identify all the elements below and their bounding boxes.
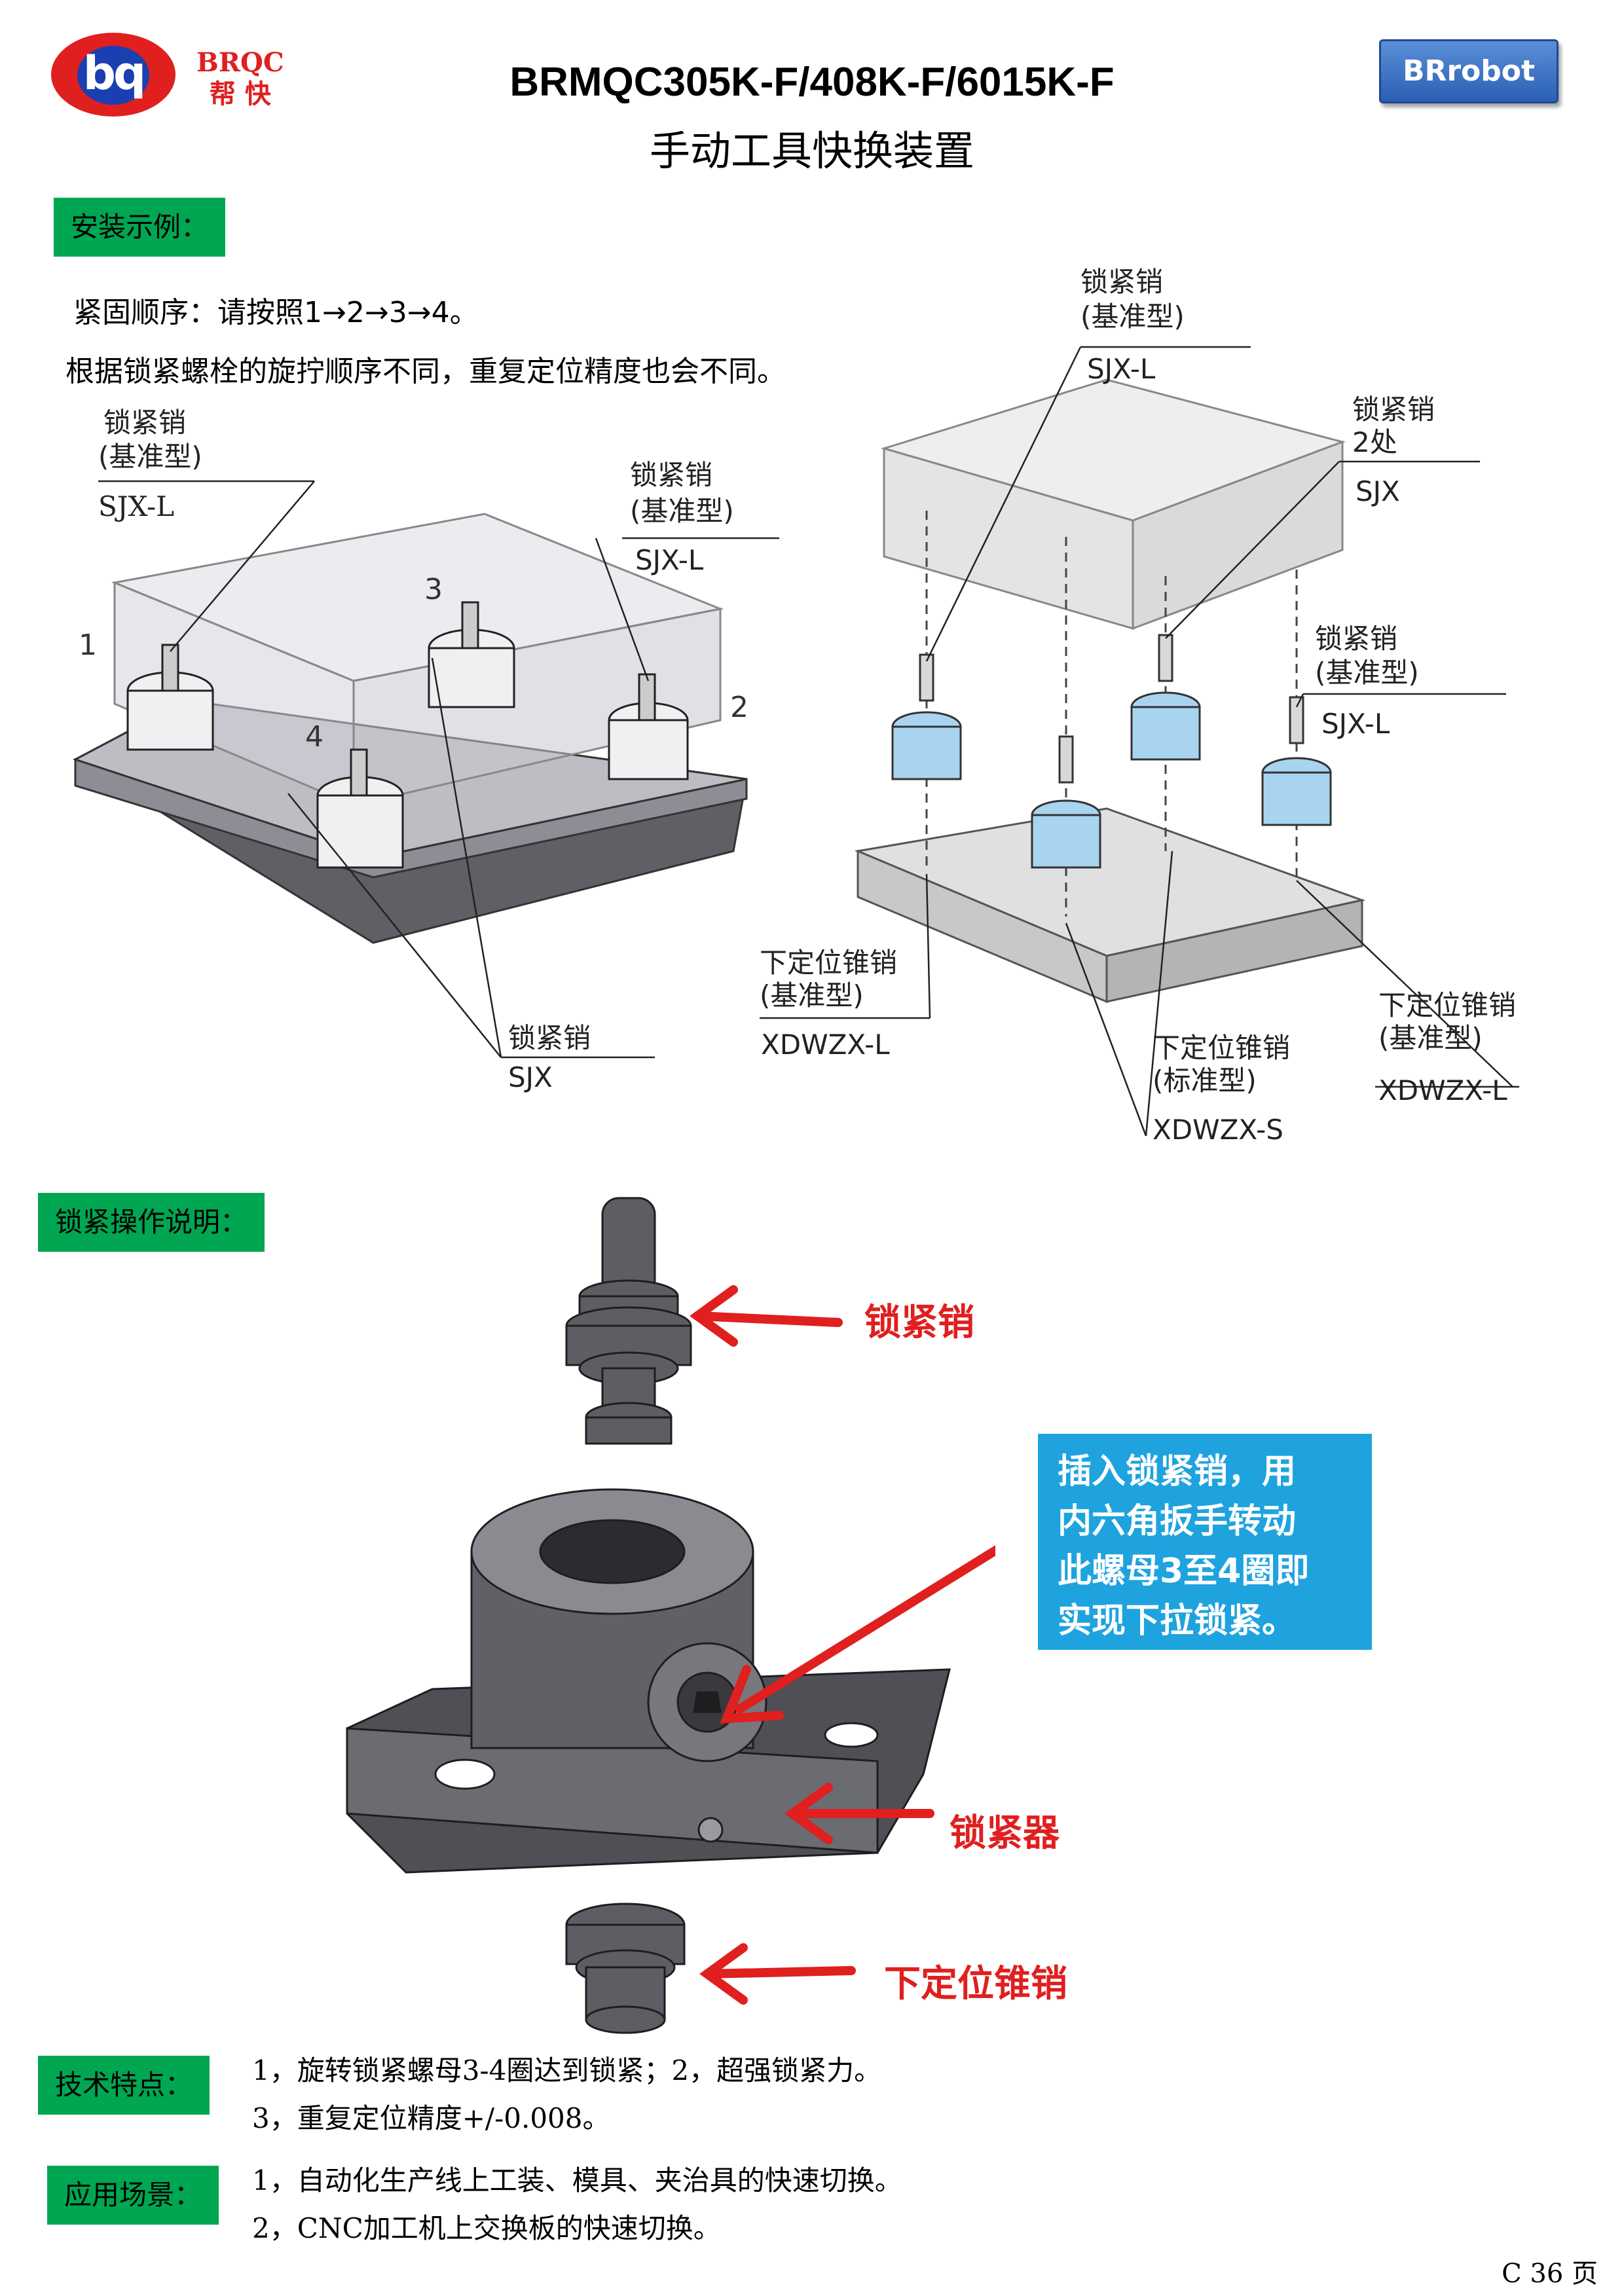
lock-operation-tag: 锁紧操作说明： — [38, 1193, 265, 1252]
left-label-c-code: SJX — [508, 1061, 553, 1093]
tech-features-tag: 技术特点： — [38, 2056, 210, 2115]
left-label-b-type: (基准型) — [630, 495, 734, 527]
callout-line-1: 插入锁紧销，用 — [1058, 1452, 1297, 1491]
right-label-2x-name: 锁紧销 — [1352, 393, 1435, 426]
right-label-2x-count: 2处 — [1352, 426, 1397, 458]
right-label-bl-name: 下定位锥销 — [760, 947, 897, 979]
left-install-diagram: 锁紧销 (基准型) SJX-L 锁紧销 (基准型) SJX-L 锁紧销 SJX … — [73, 407, 779, 1093]
product-name-title: 手动工具快换装置 — [649, 127, 974, 175]
features-line-1: 1，旋转锁紧螺母3-4圈达到锁紧；2，超强锁紧力。 — [252, 2054, 882, 2086]
left-label-a-type: (基准型) — [98, 441, 202, 473]
left-label-b-code: SJX-L — [635, 544, 704, 576]
left-label-c-name: 锁紧销 — [508, 1022, 591, 1054]
right-label-bl-type: (基准型) — [760, 979, 864, 1011]
brand-name: BRQC 帮 快 — [196, 47, 284, 110]
order-number-1: 1 — [79, 629, 97, 662]
arrow-label-lock-pin: 锁紧销 — [864, 1302, 974, 1344]
right-label-right-code: SJX-L — [1321, 708, 1390, 740]
operation-callout-box: 插入锁紧销，用 内六角扳手转动 此螺母3至4圈即 实现下拉锁紧。 — [1038, 1434, 1372, 1650]
right-label-br-type: (基准型) — [1378, 1022, 1483, 1054]
logo-letters: bq — [83, 46, 146, 100]
right-label-right-name: 锁紧销 — [1315, 623, 1397, 655]
brand-line1: BRQC — [196, 47, 284, 78]
order-number-4: 4 — [305, 720, 323, 754]
locker-exploded-illustration — [346, 1197, 995, 2034]
right-label-bm-name: 下定位锥销 — [1153, 1032, 1290, 1064]
right-label-bm-code: XDWZX-S — [1153, 1114, 1283, 1146]
left-label-a-name: 锁紧销 — [103, 407, 186, 439]
arrow-label-cone-pin: 下定位锥销 — [884, 1963, 1067, 2005]
order-number-3: 3 — [424, 573, 443, 606]
right-label-br-name: 下定位锥销 — [1378, 989, 1516, 1021]
applications-line-1: 1，自动化生产线上工装、模具、夹治具的快速切换。 — [252, 2164, 902, 2196]
right-label-top-name: 锁紧销 — [1080, 266, 1163, 298]
arrow-label-locker: 锁紧器 — [950, 1812, 1060, 1855]
right-label-right-type: (基准型) — [1315, 657, 1419, 689]
repeatability-note: 根据锁紧螺栓的旋拧顺序不同，重复定位精度也会不同。 — [65, 355, 786, 388]
brand-line2: 帮 快 — [209, 79, 271, 109]
right-label-top-type: (基准型) — [1080, 301, 1185, 333]
right-label-2x-code: SJX — [1356, 475, 1400, 507]
page-number: C 36 页 — [1502, 2259, 1598, 2289]
applications-tag: 应用场景： — [47, 2166, 219, 2225]
install-example-tag: 安装示例： — [54, 198, 226, 257]
brrobot-badge: BRrobot — [1379, 39, 1559, 103]
right-label-bm-type: (标准型) — [1153, 1065, 1257, 1097]
right-label-top-code: SJX-L — [1087, 353, 1156, 385]
left-label-a-code: SJX-L — [98, 490, 174, 522]
right-label-bl-code: XDWZX-L — [761, 1029, 890, 1061]
product-model-title: BRMQC305K-F/408K-F/6015K-F — [509, 60, 1115, 105]
callout-line-2: 内六角扳手转动 — [1058, 1502, 1297, 1541]
right-exploded-diagram: 锁紧销 (基准型) SJX-L 锁紧销 2处 SJX 锁紧销 (基准型) SJX… — [760, 266, 1519, 1146]
right-label-br-code: XDWZX-L — [1378, 1074, 1507, 1106]
fastening-order-note: 紧固顺序：请按照1→2→3→4。 — [73, 296, 479, 329]
applications-line-2: 2，CNC加工机上交换板的快速切换。 — [252, 2212, 721, 2244]
callout-line-4: 实现下拉锁紧。 — [1058, 1601, 1297, 1641]
order-number-2: 2 — [730, 691, 748, 724]
left-label-b-name: 锁紧销 — [630, 459, 712, 491]
features-line-2: 3，重复定位精度+/-0.008。 — [252, 2102, 610, 2134]
callout-line-3: 此螺母3至4圈即 — [1058, 1552, 1310, 1591]
